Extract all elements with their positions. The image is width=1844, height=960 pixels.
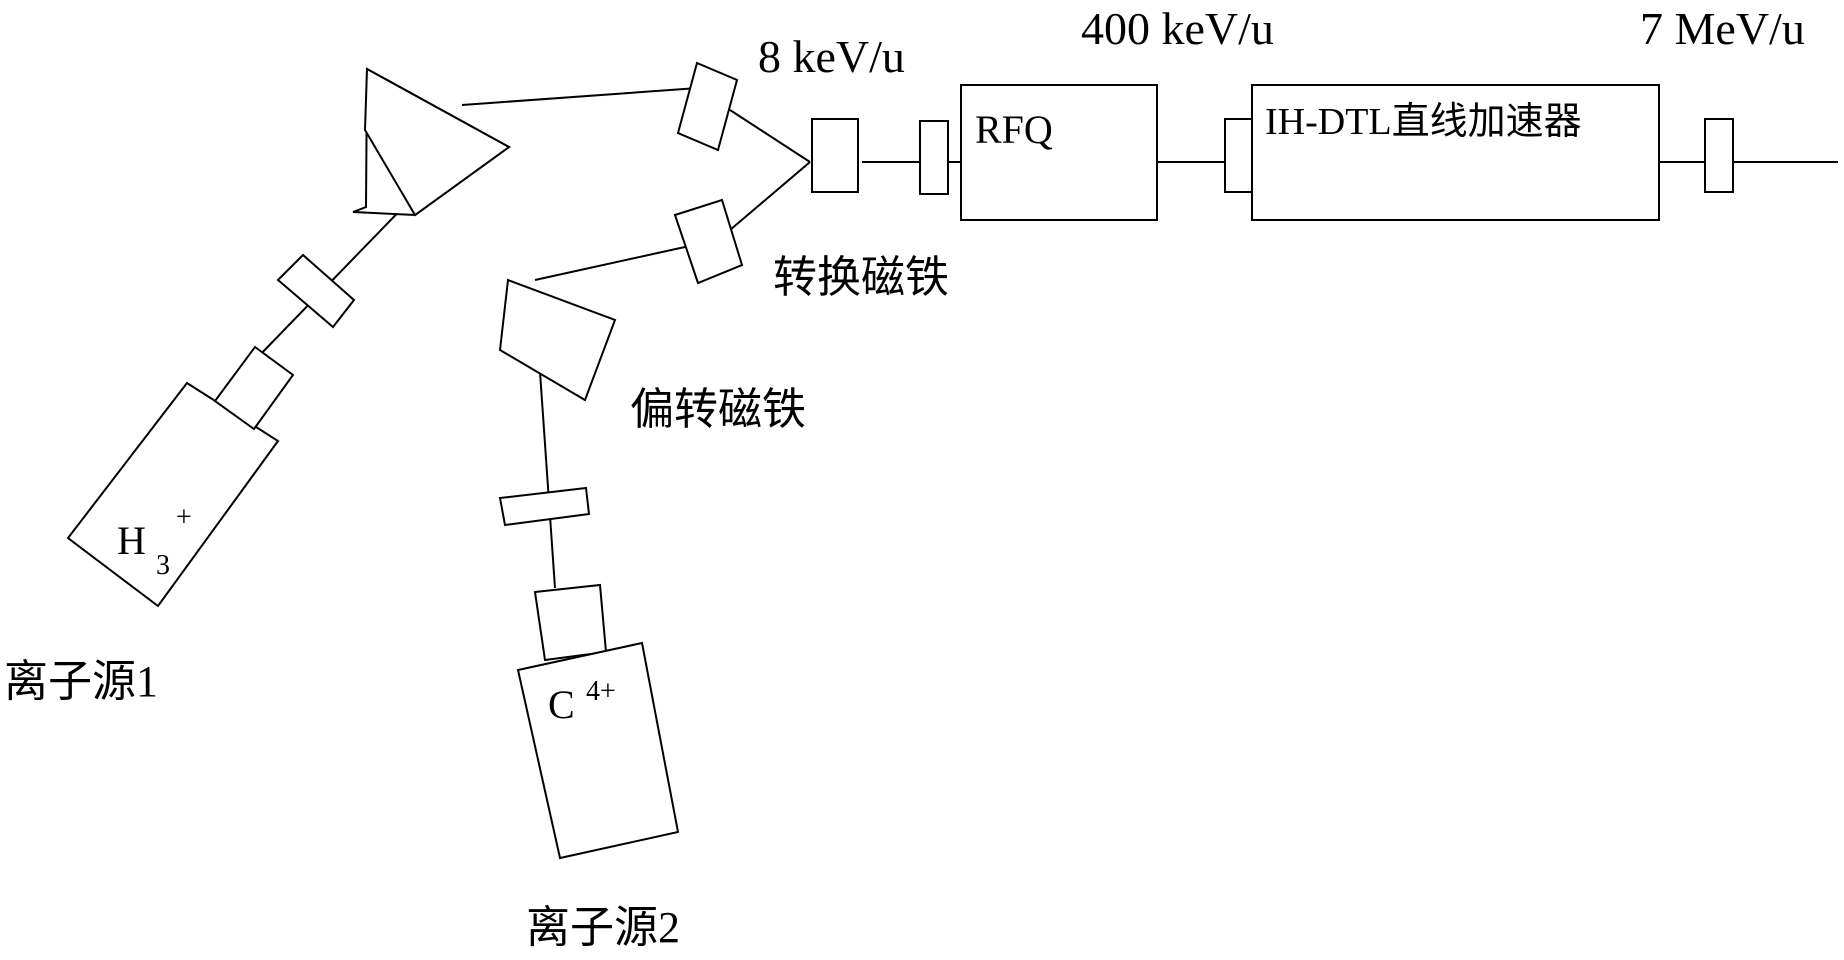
rfq-label: RFQ — [975, 107, 1053, 152]
beam-line-lower-to-junction — [729, 161, 811, 231]
beam-line-source2-upper — [534, 244, 695, 281]
beam-element-pre-dtl — [1224, 118, 1254, 193]
ion-label-c-base: C — [548, 682, 575, 727]
energy-label-8kev: 8 keV/u — [758, 31, 905, 82]
beam-element-pre-rfq — [919, 120, 949, 195]
energy-label-400kev: 400 keV/u — [1081, 3, 1274, 54]
ion-label-h-base: H — [117, 518, 146, 563]
beam-line-source1-lower — [254, 194, 416, 361]
switching-magnet-label: 转换磁铁 — [773, 253, 949, 302]
ih-dtl-box — [1251, 84, 1660, 221]
ion-label-h-sub: 3 — [156, 550, 170, 581]
beam-element-post-dtl — [1704, 118, 1734, 193]
bending-magnet-label: 偏转磁铁 — [630, 385, 806, 434]
beam-line-upper-to-junction — [729, 109, 811, 163]
ion-source-2-body — [516, 641, 680, 860]
bending-magnet-lower — [498, 278, 617, 402]
ion-source-1-label: 离子源1 — [4, 657, 158, 706]
switching-magnet-upper — [676, 61, 739, 152]
energy-label-7mev: 7 MeV/u — [1640, 3, 1805, 54]
ion-source-1-extractor — [213, 345, 295, 431]
ion-label-h3plus: H 3 + — [117, 502, 192, 581]
ion-label-c-sup: 4+ — [586, 676, 616, 707]
ion-label-h-sup: + — [176, 502, 192, 533]
bending-magnet-upper-outline — [363, 67, 511, 217]
ion-label-c4plus: C 4+ — [548, 676, 616, 727]
switching-magnet-lower — [673, 198, 744, 285]
rfq-box — [960, 84, 1158, 221]
ion-source-2-label: 离子源2 — [526, 903, 680, 952]
junction-element — [811, 118, 859, 193]
ion-source-2-extractor — [533, 583, 608, 662]
beam-element-source1 — [276, 253, 356, 329]
beam-line-source1-upper — [461, 87, 699, 106]
ih-dtl-label: IH-DTL直线加速器 — [1265, 101, 1582, 143]
beam-line-source2-lower — [539, 371, 556, 589]
beam-element-source2 — [498, 486, 591, 527]
